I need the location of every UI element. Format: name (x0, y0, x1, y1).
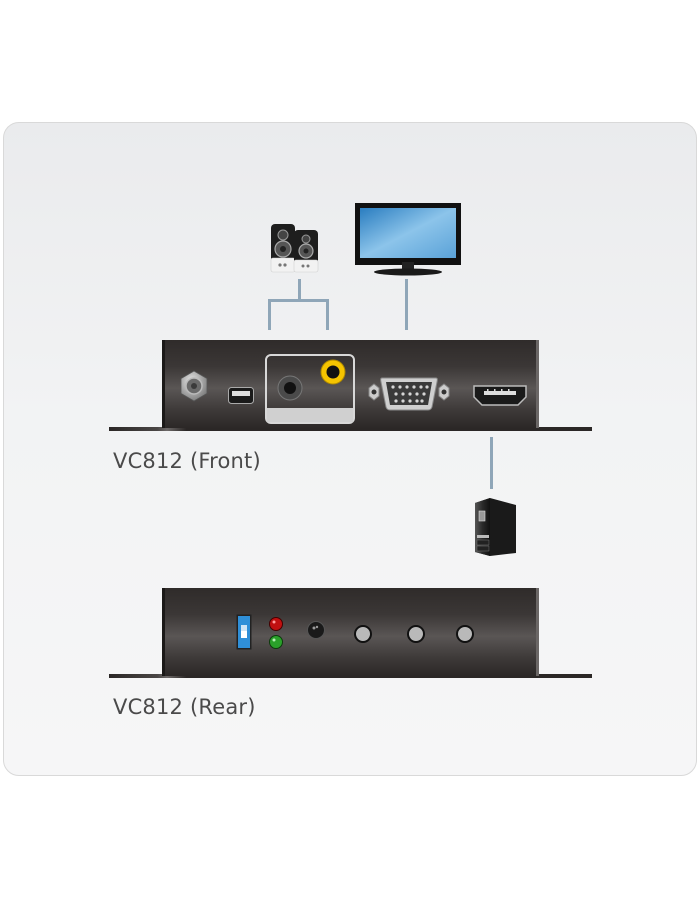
button-1[interactable] (354, 625, 372, 643)
front-label: VC812 (Front) (113, 449, 261, 473)
monitor-icon (354, 202, 462, 278)
vga-port-icon (366, 374, 452, 414)
front-device (162, 340, 539, 428)
rear-label: VC812 (Rear) (113, 695, 256, 719)
button-2[interactable] (407, 625, 425, 643)
hdmi-port-icon (472, 383, 528, 407)
dip-switch-icon[interactable] (236, 614, 252, 650)
rear-device (162, 588, 539, 676)
audio-port-block (265, 354, 355, 424)
button-3[interactable] (456, 625, 474, 643)
computer-cable (490, 437, 493, 489)
speaker-cable-stem (298, 279, 301, 301)
monitor-cable (405, 279, 408, 330)
pc-tower-icon (472, 497, 518, 557)
speaker-cable-bar (268, 299, 329, 302)
speaker-cable-right (326, 299, 329, 330)
power-jack-icon (178, 370, 210, 402)
rear-device-base (109, 674, 592, 678)
speaker-cable-left (268, 299, 271, 330)
mini-usb-port-icon (228, 387, 254, 404)
led-green-icon (269, 634, 283, 649)
ir-sensor-icon (307, 621, 325, 639)
coax-audio-port-icon (320, 359, 346, 385)
audio-out-jack-icon (277, 375, 303, 401)
speakers-icon (270, 218, 322, 274)
front-device-base (109, 427, 592, 431)
led-red-icon (269, 616, 283, 631)
